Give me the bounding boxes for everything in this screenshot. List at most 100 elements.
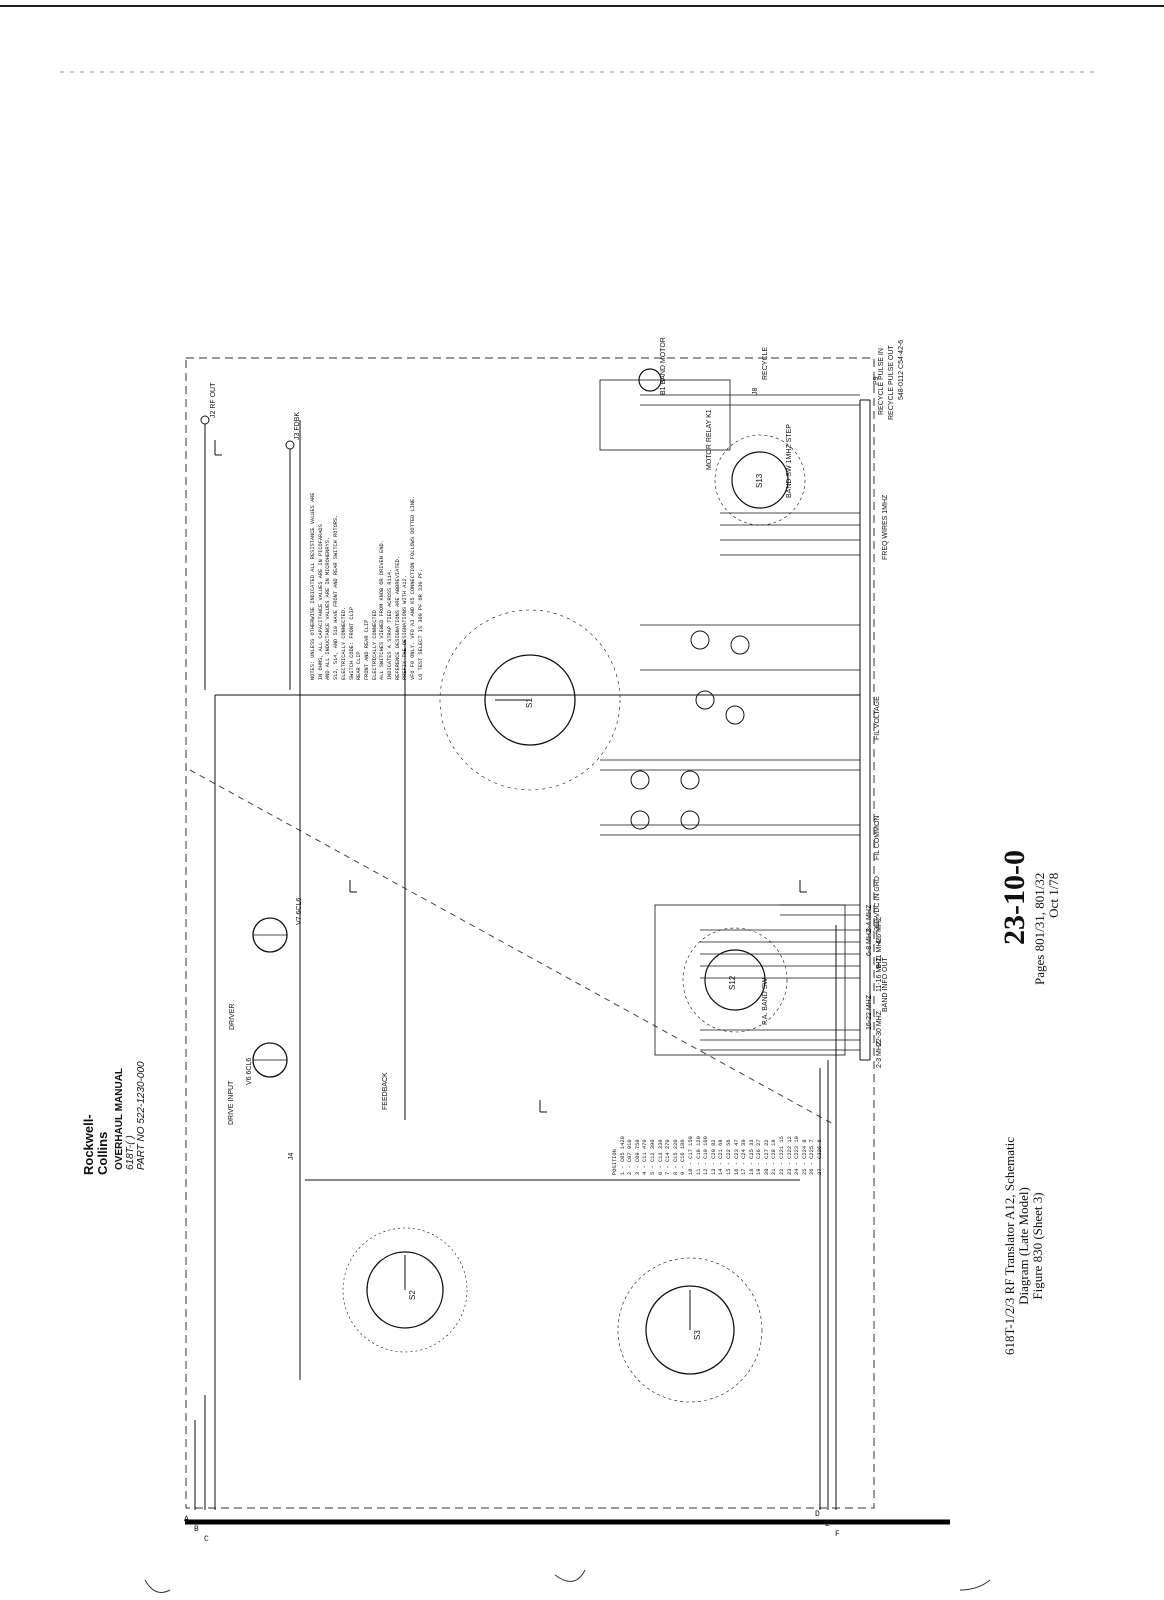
ground-symbols xyxy=(214,440,807,1113)
pa-band-sw-label: P.A. BAND SW xyxy=(762,978,769,1025)
band-line: 16-22 MHZ xyxy=(866,994,873,1030)
band-sw-label: BAND SW 1MHZ STEP xyxy=(786,424,793,498)
position-row: 25 - C224 8 xyxy=(801,1139,808,1175)
p9-lines xyxy=(600,394,860,1051)
position-row: 17 - C24 39 xyxy=(741,1139,748,1175)
position-row: 22 - C221 15 xyxy=(779,1136,786,1175)
note-line: ELECTRICALLY CONNECTED. xyxy=(340,606,347,680)
note-line: ALL SWITCHES VIEWED FROM KNOB OR DRIVEN … xyxy=(379,540,386,680)
edge-letter-f: F xyxy=(835,1530,840,1539)
position-row: 26 - C225 7 xyxy=(809,1139,816,1175)
s2-label: S2 xyxy=(408,1290,417,1300)
position-row: 16 - C23 47 xyxy=(733,1139,740,1175)
s2-switch xyxy=(342,1227,468,1353)
position-row: 3 - C09 750 xyxy=(634,1139,641,1175)
s1-switch xyxy=(439,609,621,791)
position-row: 4 - C11 470 xyxy=(642,1139,649,1175)
s1-label: S1 xyxy=(525,698,534,708)
bottom-mark-right xyxy=(959,1579,991,1591)
title-line1: 618T-1/2/3 RF Translator A12, Schematic xyxy=(1002,1137,1017,1355)
edge-letter-a: A xyxy=(184,1515,189,1524)
part-number: PART NO 522-1230-000 xyxy=(136,1061,147,1170)
brand-line1: Rockwell- xyxy=(81,1114,96,1175)
date-line: Oct 1/78 xyxy=(1046,872,1061,918)
position-table-header: POSITION xyxy=(612,1149,618,1175)
s12-switch xyxy=(654,904,846,1056)
notes-block: NOTES: UNLESS OTHERWISE INDICATED ALL RE… xyxy=(310,492,426,680)
transistor-cluster xyxy=(630,630,750,830)
j8-label: J8 xyxy=(752,387,759,395)
model-number: 618T-( ) xyxy=(125,1135,136,1170)
manual-header: Rockwell- Collins xyxy=(81,1025,110,1175)
note-line: FRONT AND REAR CLIP xyxy=(363,619,370,680)
manual-info: OVERHAUL MANUAL 618T-( ) PART NO 522-123… xyxy=(114,1061,147,1170)
band-motor xyxy=(599,368,731,451)
document-number: 23-10-0 xyxy=(998,850,1031,945)
recycle-pulse-in-label: RECYCLE PULSE IN xyxy=(878,348,885,415)
output-connectors xyxy=(200,415,295,690)
bottom-mark-center xyxy=(554,1569,586,1582)
position-row: 8 - C15 220 xyxy=(672,1139,679,1175)
band-line: 22-30 MHZ xyxy=(876,1010,883,1046)
freq-wires-label: FREQ WIRES 1MHZ xyxy=(882,494,889,560)
position-row: 9 - C16 180 xyxy=(680,1139,687,1175)
j3-label: J3 FDBK xyxy=(294,411,301,440)
position-row: 10 - C17 150 xyxy=(687,1136,694,1175)
fil-common-label: FIL COMMON xyxy=(874,815,881,860)
s13-label: S13 xyxy=(755,473,764,488)
fil-voltage-label: FIL VOLTAGE xyxy=(874,696,881,740)
position-row: 21 - C28 18 xyxy=(771,1139,778,1175)
title-line3: Figure 830 (Sheet 3) xyxy=(1030,1192,1045,1300)
position-row: 19 - C26 27 xyxy=(756,1139,763,1175)
enclosure-dashed xyxy=(185,357,875,1509)
feedback-label: FEEDBACK xyxy=(382,1072,389,1110)
note-line: L6 TEST SELECT IS 300 PF OR 330 PF. xyxy=(417,568,424,680)
diagonal-dashed xyxy=(189,769,836,1126)
bus-lines xyxy=(194,399,871,1510)
edge-letter-b: B xyxy=(194,1525,199,1534)
manual-title: OVERHAUL MANUAL xyxy=(114,1067,125,1170)
pages-line: Pages 801/31, 801/32 xyxy=(1032,872,1047,985)
position-table: POSITION 1 - C05 1420 2 - C07 910 3 - C0… xyxy=(612,1136,825,1175)
band-line: 6-8 MHZ xyxy=(866,928,873,956)
edge-letter-d: D xyxy=(815,1510,820,1519)
position-row: 11 - C18 120 xyxy=(695,1136,702,1175)
edge-letter-e: E xyxy=(825,1520,830,1529)
pages-block: Pages 801/31, 801/32 Oct 1/78 xyxy=(1032,872,1061,985)
band-info-out-label: BAND INFO OUT xyxy=(882,957,889,1012)
position-row: 12 - C19 100 xyxy=(703,1136,710,1175)
note-line: INDICATES A STRAP TIED ACROSS R114. xyxy=(387,568,394,680)
j2-label: J2 RF OUT xyxy=(210,382,217,418)
note-line: REAR CLIP xyxy=(356,651,363,680)
position-row: 6 - C13 330 xyxy=(657,1139,664,1175)
position-row: 15 - C22 56 xyxy=(725,1139,732,1175)
s12-label: S12 xyxy=(728,975,737,990)
v6-tube-label: V6 6CL6 xyxy=(246,1057,253,1085)
position-row: 23 - C222 12 xyxy=(786,1136,793,1175)
note-line: REFERENCE DESIGNATIONS ARE ABBREVIATED. xyxy=(394,556,401,680)
s3-label: S3 xyxy=(693,1330,702,1340)
band-line: 3-4 MHZ xyxy=(866,904,873,932)
band-motor-label: B1 BAND MOTOR xyxy=(660,337,667,395)
s3-switch xyxy=(617,1257,763,1403)
position-row: 7 - C14 270 xyxy=(665,1139,672,1175)
driver-label: DRIVER xyxy=(229,1003,236,1030)
position-row: 5 - C12 390 xyxy=(649,1139,656,1175)
drive-input-label: DRIVE INPUT xyxy=(228,1080,235,1125)
recycle-label: RECYCLE xyxy=(762,346,769,380)
note-line: PREFIX THE DESIGNATIONS WITH A12. xyxy=(402,575,409,680)
note-line: SWITCH CODE: FRONT CLIP xyxy=(348,606,355,680)
figure-title: 618T-1/2/3 RF Translator A12, Schematic … xyxy=(1002,1137,1045,1355)
note-line: S12, S14, AND S10 HAVE FRONT AND REAR SW… xyxy=(333,514,340,680)
v7-tube-label: V7 6CL6 xyxy=(296,897,303,925)
j4-label: J4 xyxy=(288,1152,295,1160)
edge-letter-c: C xyxy=(204,1535,209,1544)
note-line: NOTES: UNLESS OTHERWISE INDICATED ALL RE… xyxy=(310,492,316,680)
title-line2: Diagram (Late Model) xyxy=(1016,1187,1031,1305)
note-line: IN OHMS, ALL CAPACITANCE VALUES ARE IN P… xyxy=(317,524,324,680)
brand-line2: Collins xyxy=(95,1131,110,1175)
position-row: 2 - C07 910 xyxy=(627,1139,634,1175)
note-line: ELECTRICALLY CONNECTED xyxy=(371,610,378,680)
note-line: VFO F9 ONLY. VFO A3 AND K5 CONNECTION FO… xyxy=(410,495,417,680)
